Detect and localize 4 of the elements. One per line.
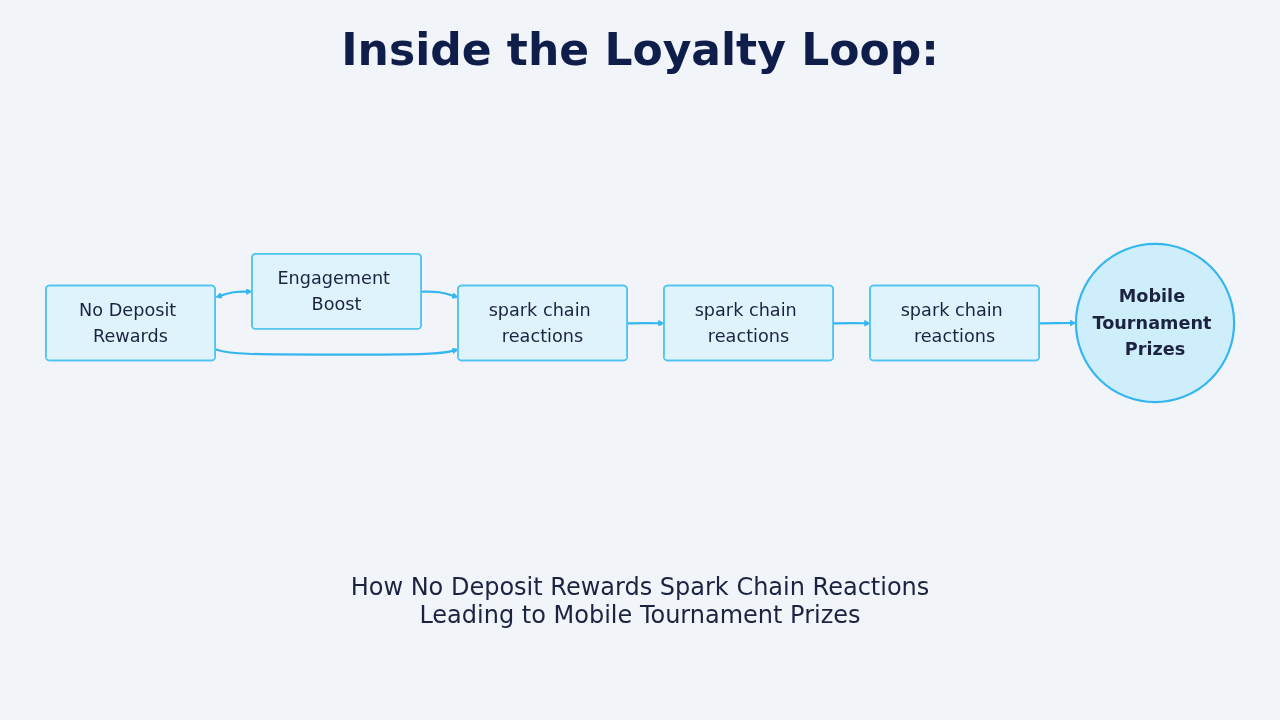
diagram-caption: How No Deposit Rewards Spark Chain Reactions Leading to Mobile Tournament Prizes [349, 573, 931, 629]
arrow [1039, 319, 1077, 327]
node-circle: Mobile Tournament Prizes [1074, 242, 1236, 404]
diagram-title: Inside the Loyalty Loop: [341, 24, 939, 75]
